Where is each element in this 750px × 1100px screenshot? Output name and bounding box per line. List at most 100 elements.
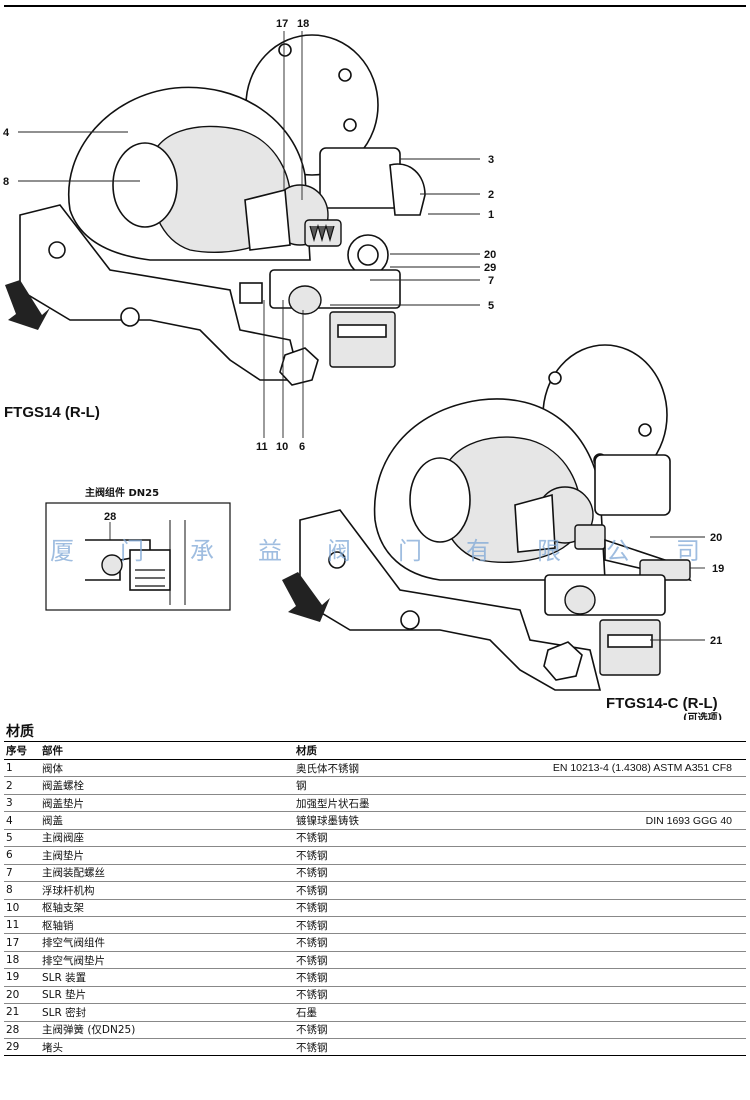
row-no: 17 xyxy=(4,933,40,952)
materials-header-row: 序号 部件 材质 xyxy=(4,741,746,760)
row-material: 不锈钢 xyxy=(294,968,466,987)
company-watermark: 厦 门 承 益 阀 门 有 限 公 司 xyxy=(50,537,700,565)
row-part: 排空气阀组件 xyxy=(40,933,294,952)
callout-10: 10 xyxy=(276,441,288,453)
row-standard: EN 10213-4 (1.4308) ASTM A351 CF8 xyxy=(466,759,746,778)
row-no: 2 xyxy=(4,776,40,795)
row-standard xyxy=(466,829,746,848)
row-standard xyxy=(466,1038,746,1057)
svg-text:厦: 厦 xyxy=(50,537,74,565)
row-standard xyxy=(466,881,746,900)
main-caption: FTGS14 (R-L) xyxy=(4,404,100,421)
callout-8: 8 xyxy=(3,176,9,188)
row-material: 不锈钢 xyxy=(294,829,466,848)
row-material: 不锈钢 xyxy=(294,864,466,883)
row-material: 加强型片状石墨 xyxy=(294,794,466,813)
row-material: 不锈钢 xyxy=(294,933,466,952)
row-material: 不锈钢 xyxy=(294,1038,466,1057)
row-part: SLR 密封 xyxy=(40,1003,294,1022)
top-rule xyxy=(4,5,746,7)
header-standard xyxy=(466,741,746,760)
row-standard xyxy=(466,864,746,883)
row-no: 28 xyxy=(4,1021,40,1040)
row-standard xyxy=(466,1003,746,1022)
row-material: 不锈钢 xyxy=(294,846,466,865)
row-part: 浮球杆机构 xyxy=(40,881,294,900)
option-caption: FTGS14-C (R-L) xyxy=(606,695,718,712)
row-no: 19 xyxy=(4,968,40,987)
row-material: 不锈钢 xyxy=(294,951,466,970)
svg-text:门: 门 xyxy=(398,537,422,565)
callout-6: 6 xyxy=(299,441,305,453)
row-part: SLR 垫片 xyxy=(40,986,294,1005)
row-no: 4 xyxy=(4,811,40,830)
row-standard xyxy=(466,916,746,935)
svg-text:承: 承 xyxy=(190,537,214,565)
row-no: 21 xyxy=(4,1003,40,1022)
svg-text:益: 益 xyxy=(258,537,282,565)
callout-18: 18 xyxy=(297,18,309,30)
row-no: 6 xyxy=(4,846,40,865)
row-no: 18 xyxy=(4,951,40,970)
option-callouts: 20 19 21 xyxy=(710,532,724,647)
row-material: 镀镍球墨铸铁 xyxy=(294,811,466,830)
callout-20: 20 xyxy=(484,249,496,261)
row-standard xyxy=(466,968,746,987)
row-material: 不锈钢 xyxy=(294,1021,466,1040)
row-part: 阀盖 xyxy=(40,811,294,830)
row-standard xyxy=(466,776,746,795)
row-no: 7 xyxy=(4,864,40,883)
main-callouts: 4 8 17 18 3 2 1 20 29 7 5 11 10 6 xyxy=(3,18,496,453)
row-no: 29 xyxy=(4,1038,40,1057)
inset-callout-28: 28 xyxy=(104,511,116,523)
main-trap-drawing xyxy=(5,34,426,386)
header-part: 部件 xyxy=(40,741,294,760)
svg-text:有: 有 xyxy=(466,537,490,565)
row-standard: DIN 1693 GGG 40 xyxy=(466,811,746,830)
row-material: 不锈钢 xyxy=(294,881,466,900)
svg-text:阀: 阀 xyxy=(327,537,351,565)
row-no: 10 xyxy=(4,899,40,917)
callout-7: 7 xyxy=(488,275,494,287)
option-callout-21: 21 xyxy=(710,635,722,647)
row-part: 主阀垫片 xyxy=(40,846,294,865)
row-part: 枢轴支架 xyxy=(40,899,294,917)
callout-4: 4 xyxy=(3,127,10,139)
row-no: 20 xyxy=(4,986,40,1005)
row-material: 不锈钢 xyxy=(294,899,466,917)
row-material: 钢 xyxy=(294,776,466,795)
option-note: (可选项) xyxy=(683,711,722,720)
row-standard xyxy=(466,846,746,865)
callout-17: 17 xyxy=(276,18,288,30)
row-part: 主阀阀座 xyxy=(40,829,294,848)
main-callout-leaders xyxy=(18,31,480,438)
row-standard xyxy=(466,986,746,1005)
row-no: 1 xyxy=(4,759,40,778)
row-part: 主阀弹簧 (仅DN25) xyxy=(40,1021,294,1040)
row-standard xyxy=(466,1021,746,1040)
row-standard xyxy=(466,933,746,952)
callout-29: 29 xyxy=(484,262,496,274)
row-part: 阀体 xyxy=(40,759,294,778)
option-callout-19: 19 xyxy=(712,563,724,575)
row-no: 3 xyxy=(4,794,40,813)
row-no: 8 xyxy=(4,881,40,900)
row-material: 奥氏体不锈钢 xyxy=(294,759,466,778)
row-material: 不锈钢 xyxy=(294,916,466,935)
inset-title: 主阀组件 DN25 xyxy=(85,486,159,499)
header-no: 序号 xyxy=(4,741,40,760)
